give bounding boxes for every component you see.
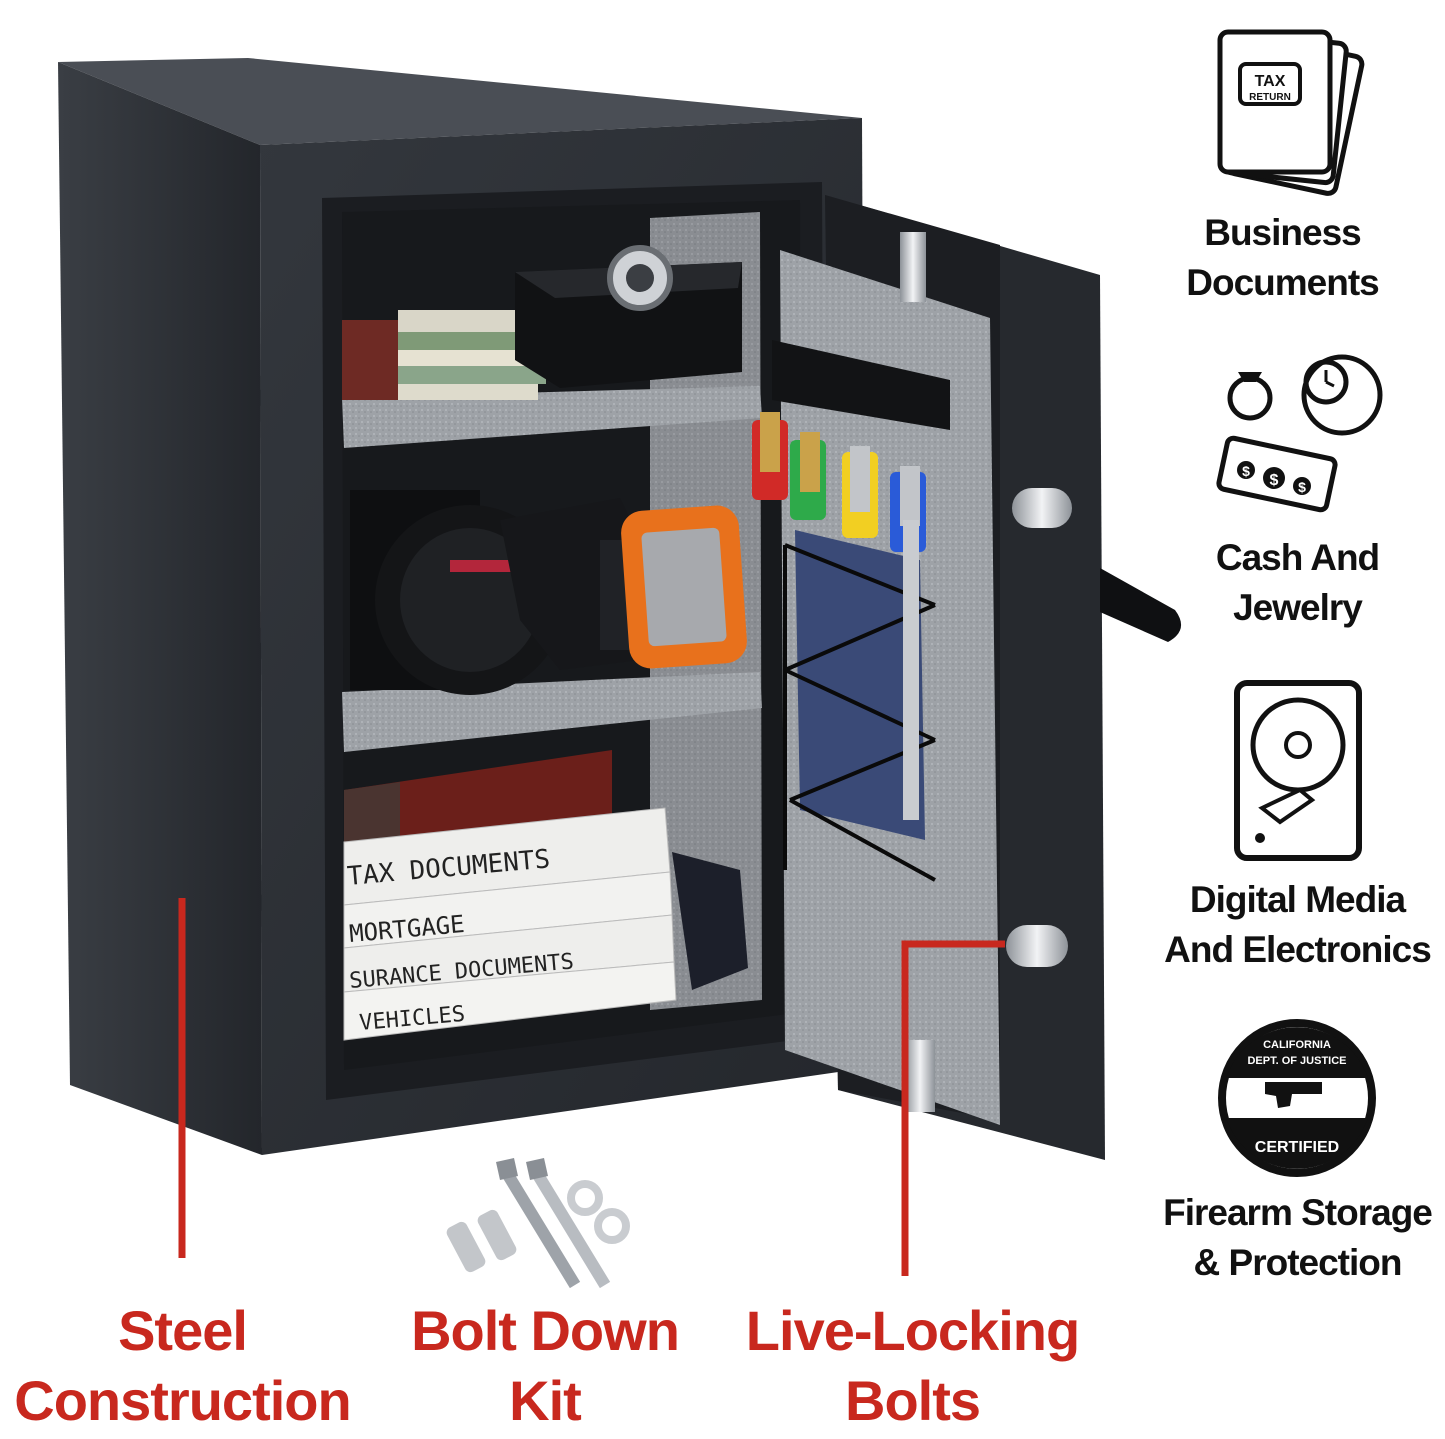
tax-icon-text-line1: TAX	[1255, 73, 1286, 90]
safe-top	[58, 58, 862, 145]
callout-line-2: Bolts	[845, 1369, 981, 1432]
door-handle	[1100, 568, 1182, 642]
callout-line-2: Construction	[14, 1369, 351, 1432]
cash-stacks	[342, 310, 548, 400]
binders: TAX DOCUMENTS MORTGAGE SURANCE DOCUMENTS…	[343, 750, 748, 1041]
feature-line-1: Business	[1204, 212, 1362, 253]
california-doj-certified-seal-icon: CALIFORNIA DEPT. OF JUSTICE CERTIFIED	[1218, 1019, 1376, 1177]
elastic-pocket	[783, 520, 936, 882]
cash-and-jewelry-icon: $ $ $	[1216, 354, 1383, 513]
callout-bolt-down-kit: Bolt Down Kit	[395, 1296, 695, 1436]
callout-live-locking-bolts: Live-Locking Bolts	[735, 1296, 1090, 1436]
feature-line-2: Jewelry	[1233, 587, 1363, 628]
safe-left-side	[58, 62, 262, 1155]
bolts-callout-line	[901, 940, 1005, 1276]
feature-label-cash-jewelry: Cash And Jewelry	[1170, 533, 1425, 633]
feature-line-2: & Protection	[1193, 1242, 1403, 1283]
hard-drive-icon	[1234, 680, 1362, 861]
feature-line-2: And Electronics	[1164, 929, 1432, 970]
seal-text-top2: DEPT. OF JUSTICE	[1247, 1055, 1346, 1067]
seal-text-bottom: CERTIFIED	[1255, 1139, 1339, 1156]
feature-label-digital-media: Digital Media And Electronics	[1150, 875, 1445, 975]
callout-line-2: Kit	[509, 1369, 582, 1432]
bolt-down-kit	[446, 1158, 630, 1289]
camera	[350, 490, 650, 695]
cash-symbol-1: $	[1242, 463, 1250, 479]
seal-text-top1: CALIFORNIA	[1263, 1039, 1331, 1051]
cash-symbol-2: $	[1270, 472, 1279, 489]
locking-bolts	[905, 488, 1072, 1112]
keys	[752, 412, 926, 552]
feature-line-1: Firearm Storage	[1163, 1192, 1433, 1233]
tax-return-documents-icon: TAX RETURN	[1217, 29, 1365, 196]
tax-icon-text-line2: RETURN	[1249, 92, 1291, 103]
top-shelf	[342, 386, 762, 448]
callout-line-1: Bolt Down	[411, 1299, 680, 1362]
cash-symbol-3: $	[1298, 479, 1306, 495]
safe-door	[752, 195, 1182, 1276]
feature-label-firearm-storage: Firearm Storage & Protection	[1150, 1188, 1445, 1288]
callout-steel-construction: Steel Construction	[5, 1296, 360, 1436]
feature-label-business-documents: Business Documents	[1160, 208, 1405, 308]
callout-line-1: Steel	[118, 1299, 248, 1362]
feature-line-1: Cash And	[1215, 537, 1380, 578]
external-drive	[621, 505, 747, 669]
callout-line-1: Live-Locking	[745, 1299, 1080, 1362]
feature-line-1: Digital Media	[1189, 879, 1406, 920]
feature-line-2: Documents	[1186, 262, 1379, 303]
watch-box	[515, 245, 742, 388]
